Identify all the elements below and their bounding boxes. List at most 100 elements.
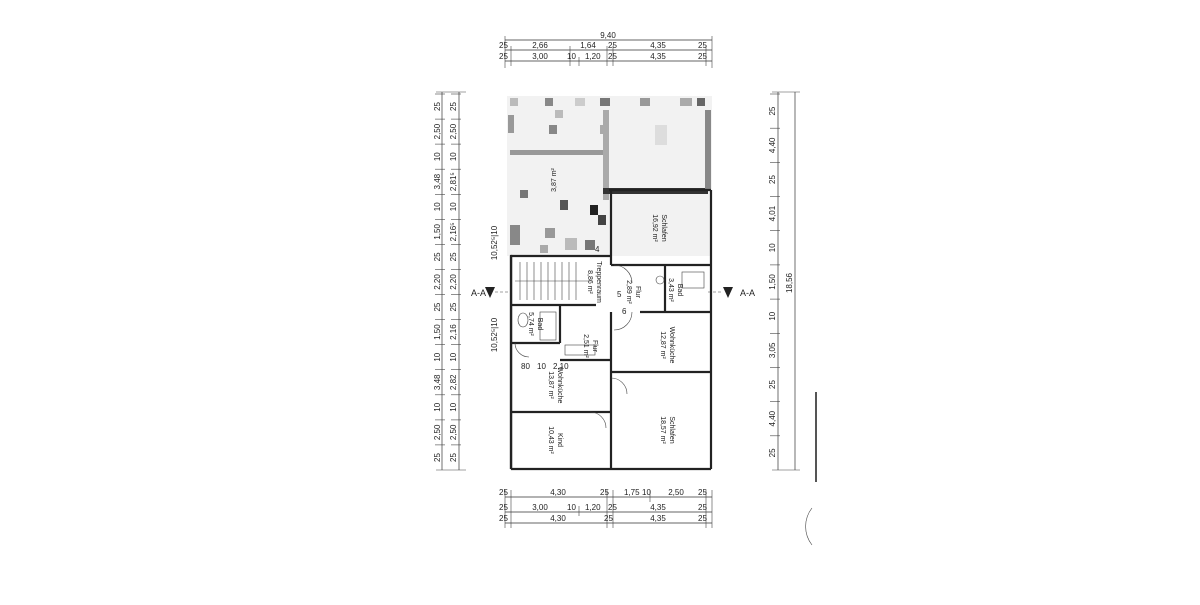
room-area: 16,92 m²: [651, 214, 658, 242]
inner-dim: 2,10: [553, 362, 569, 371]
section-label-right: A-A: [740, 288, 755, 298]
dim-bot-r2-0: 25: [499, 503, 508, 512]
toilet-icon: [518, 313, 528, 327]
dim-left-col2: 2,16⁵: [449, 222, 458, 241]
dim-right-col1: 10: [768, 243, 777, 252]
room-wohnkueche-right: Wohnküche 12,87 m²: [659, 327, 675, 364]
dim-left-col1: 25: [433, 102, 442, 111]
dim-left-col2: 2,81⁵: [449, 172, 458, 191]
left-dimension-chains: 252,50103,48101,50252,20251,50103,48102,…: [433, 92, 499, 470]
dim-bot-r1-2: 25: [600, 488, 609, 497]
dim-bot-r3-3: 4,35: [650, 514, 666, 523]
shower-icon: [682, 272, 704, 288]
bottom-dimension-chains: 25 4,30 25 1,75 10 2,50 25 25 3,00 10 1,…: [499, 488, 712, 528]
dim-right-col1: 25: [768, 448, 777, 457]
room-area: 12,87 m²: [659, 331, 666, 359]
room-area: 13,87 m²: [547, 371, 554, 399]
dim-left-col2: 10: [449, 402, 458, 411]
dim-left-col1: 2,50: [433, 424, 442, 440]
inner-dim: 10: [537, 362, 546, 371]
dim-left-col2: 10: [449, 352, 458, 361]
dim-top-r1-0: 25: [499, 41, 508, 50]
room-name: Schlafen: [660, 214, 667, 241]
dim-right-col1: 1,50: [768, 274, 777, 290]
dim-bot-r3-2: 25: [604, 514, 613, 523]
room-name: Wohnküche: [668, 327, 675, 364]
dim-top-r2-6: 25: [698, 52, 707, 61]
dim-bot-r1-5: 2,50: [668, 488, 684, 497]
dim-bot-r2-1: 3,00: [532, 503, 548, 512]
room-schlafen-bottom: Schlafen 18,57 m²: [659, 416, 675, 444]
room-area: 18,57 m²: [659, 416, 666, 444]
room-name: Bad: [676, 284, 683, 297]
kitchen-counter-icon: [565, 345, 595, 355]
dim-bot-r2-4: 25: [608, 503, 617, 512]
room-area-pixelated: 3,87 m²: [551, 167, 558, 191]
stair-step-label: 6: [622, 307, 627, 316]
dim-right-col1: 10: [768, 311, 777, 320]
dim-top-r1-1: 2,66: [532, 41, 548, 50]
dim-left-col2: 25: [449, 302, 458, 311]
room-wohnkueche-left: Wohnküche 13,87 m²: [547, 367, 563, 404]
section-label-left: A-A: [471, 288, 486, 298]
dim-right-total: 18,56: [785, 272, 794, 293]
dim-bot-r2-2: 10: [567, 503, 576, 512]
room-area: 5,74 m²: [527, 312, 534, 336]
dim-right-col1: 25: [768, 380, 777, 389]
dim-top-r1-5: 25: [698, 41, 707, 50]
pixelated-area: 3,87 m²: [507, 96, 712, 256]
room-bad-small: Bad 3,43 m²: [667, 278, 683, 302]
inner-dimension-row: 80 10 2,10: [521, 362, 569, 371]
dim-top-r1-4: 4,35: [650, 41, 666, 50]
room-area: 10,43 m²: [547, 426, 554, 454]
dim-left-col1: 10: [433, 202, 442, 211]
dim-left-col2: 10: [449, 152, 458, 161]
room-area: 3,43 m²: [667, 278, 674, 302]
room-area: 2,51 m²: [582, 334, 589, 358]
dim-left-col2: 2,16: [449, 324, 458, 340]
dim-right-col1: 4,40: [768, 410, 777, 426]
left-dim-col1: 252,50103,48101,50252,20251,50103,48102,…: [433, 94, 445, 462]
dim-left-col2: 2,50: [449, 123, 458, 139]
room-name: Wohnküche: [556, 367, 563, 404]
dim-top-r2-2: 10: [567, 52, 576, 61]
dim-right-col1: 3,05: [768, 342, 777, 358]
dim-bot-r2-5: 4,35: [650, 503, 666, 512]
dim-left-col1: 10: [433, 402, 442, 411]
room-area: 2,89 m²: [625, 280, 632, 304]
doors: [515, 265, 632, 428]
stair-step-label: 4: [595, 245, 600, 254]
dim-left-col2: 2,82: [449, 374, 458, 390]
dim-bot-r3-4: 25: [698, 514, 707, 523]
section-marker-left: A-A: [471, 287, 512, 298]
dim-top-r2-4: 25: [608, 52, 617, 61]
dim-bot-r3-0: 25: [499, 514, 508, 523]
room-name: Kind: [556, 433, 563, 447]
dim-left-col1: 3,48: [433, 173, 442, 189]
dim-top-r1-2: 1,64: [580, 41, 596, 50]
dim-top-r2-1: 3,00: [532, 52, 548, 61]
dim-top-total: 9,40: [600, 31, 616, 40]
dim-left-col1: 1,50: [433, 324, 442, 340]
dim-left-col2: 25: [449, 252, 458, 261]
section-marker-right: A-A: [708, 287, 755, 298]
partial-arc: [806, 508, 812, 545]
dim-top-r2-5: 4,35: [650, 52, 666, 61]
dim-bot-r1-1: 4,30: [550, 488, 566, 497]
dim-left-col1: 25: [433, 302, 442, 311]
stair-step-label: 5: [617, 290, 622, 299]
dim-bot-r1-6: 25: [698, 488, 707, 497]
dim-left-col2: 2,20: [449, 274, 458, 290]
dim-right-col1: 4,01: [768, 205, 777, 221]
dim-top-r2-3: 1,20: [585, 52, 601, 61]
dim-left-col2: 25: [449, 102, 458, 111]
dim-left-col1: 10: [433, 152, 442, 161]
dim-left-col1: 25: [433, 453, 442, 462]
dim-top-r2-0: 25: [499, 52, 508, 61]
dim-left-col2: 10: [449, 202, 458, 211]
dim-left-col1: 3,48: [433, 374, 442, 390]
room-name: Schlafen: [668, 416, 675, 443]
